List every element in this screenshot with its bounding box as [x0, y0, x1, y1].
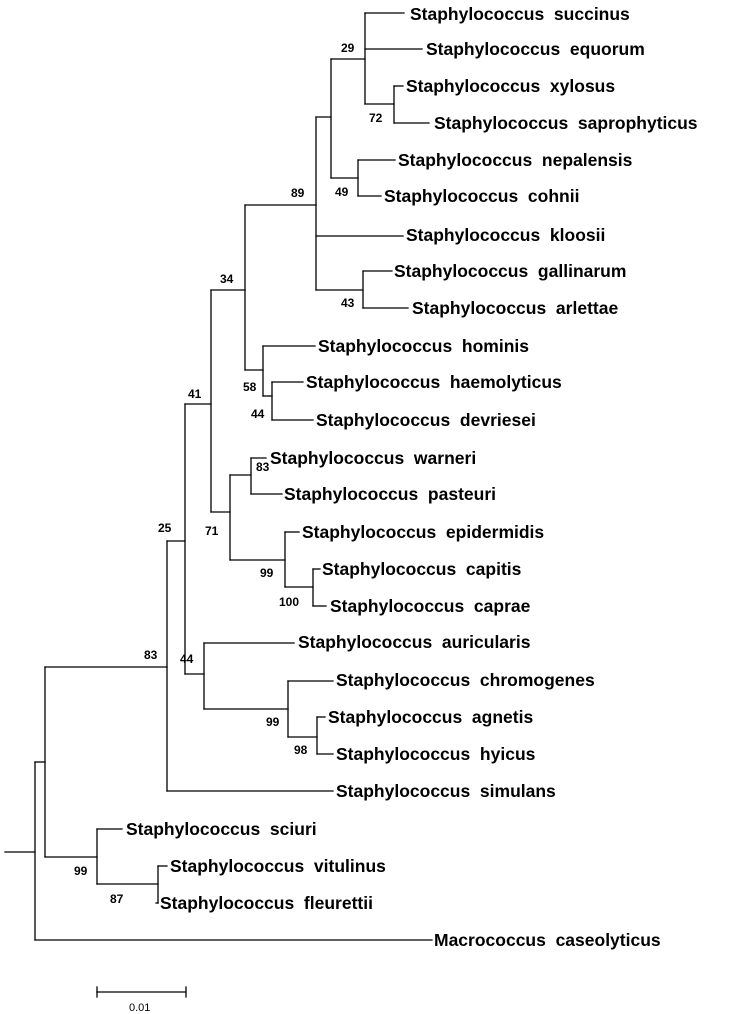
bootstrap-100: 100 — [279, 595, 299, 609]
bootstrap-83a: 83 — [256, 460, 270, 474]
bootstrap-71: 71 — [205, 524, 219, 538]
taxon-label-gallinarum: Staphylococcus gallinarum — [394, 261, 626, 281]
taxon-label-haemolyticus: Staphylococcus haemolyticus — [306, 372, 562, 392]
taxon-label-chromogenes: Staphylococcus chromogenes — [336, 670, 595, 690]
bootstrap-99b: 99 — [266, 715, 280, 729]
bootstrap-83b: 83 — [144, 648, 158, 662]
bootstrap-29: 29 — [341, 41, 355, 55]
bootstrap-44b: 44 — [180, 652, 194, 666]
bootstrap-99c: 99 — [74, 864, 88, 878]
taxon-label-simulans: Staphylococcus simulans — [336, 781, 556, 801]
taxon-label-epidermidis: Staphylococcus epidermidis — [302, 522, 544, 542]
taxon-label-kloosii: Staphylococcus kloosii — [406, 225, 605, 245]
bootstrap-58: 58 — [243, 380, 257, 394]
bootstrap-72: 72 — [369, 111, 383, 125]
bootstrap-99a: 99 — [260, 566, 274, 580]
tree-branches — [4, 12, 433, 941]
bootstrap-87: 87 — [110, 892, 124, 906]
taxon-label-vitulinus: Staphylococcus vitulinus — [170, 856, 386, 876]
scale-bar: 0.01 — [96, 986, 187, 1014]
taxon-labels: Staphylococcus succinus Staphylococcus e… — [126, 4, 698, 950]
bootstrap-49: 49 — [335, 185, 349, 199]
taxon-label-saprophyticus: Staphylococcus saprophyticus — [434, 113, 698, 133]
taxon-label-cohnii: Staphylococcus cohnii — [384, 186, 579, 206]
bootstrap-43: 43 — [341, 296, 355, 310]
taxon-label-hyicus: Staphylococcus hyicus — [336, 744, 536, 764]
taxon-label-caprae: Staphylococcus caprae — [330, 596, 531, 616]
bootstrap-25: 25 — [158, 521, 172, 535]
bootstrap-41: 41 — [188, 387, 202, 401]
bootstrap-values: 29 72 49 89 43 34 58 44 83 71 99 100 41 … — [74, 41, 383, 906]
taxon-label-pasteuri: Staphylococcus pasteuri — [284, 484, 496, 504]
taxon-label-fleurettii: Staphylococcus fleurettii — [160, 893, 373, 913]
taxon-label-hominis: Staphylococcus hominis — [318, 336, 529, 356]
taxon-label-sciuri: Staphylococcus sciuri — [126, 819, 317, 839]
taxon-label-arlettae: Staphylococcus arlettae — [412, 298, 618, 318]
taxon-label-devriesei: Staphylococcus devriesei — [316, 410, 536, 430]
taxon-label-warneri: Staphylococcus warneri — [270, 448, 476, 468]
scale-bar-label: 0.01 — [129, 1002, 150, 1014]
taxon-label-equorum: Staphylococcus equorum — [426, 39, 645, 59]
bootstrap-98: 98 — [294, 743, 308, 757]
taxon-label-macrococcus: Macrococcus caseolyticus — [434, 930, 661, 950]
taxon-label-xylosus: Staphylococcus xylosus — [406, 76, 615, 96]
bootstrap-89: 89 — [291, 186, 305, 200]
taxon-label-agnetis: Staphylococcus agnetis — [328, 707, 533, 727]
taxon-label-auricularis: Staphylococcus auricularis — [298, 632, 531, 652]
bootstrap-44a: 44 — [251, 407, 265, 421]
bootstrap-34: 34 — [220, 272, 234, 286]
taxon-label-succinus: Staphylococcus succinus — [410, 4, 630, 24]
taxon-label-nepalensis: Staphylococcus nepalensis — [398, 150, 633, 170]
taxon-label-capitis: Staphylococcus capitis — [322, 559, 522, 579]
